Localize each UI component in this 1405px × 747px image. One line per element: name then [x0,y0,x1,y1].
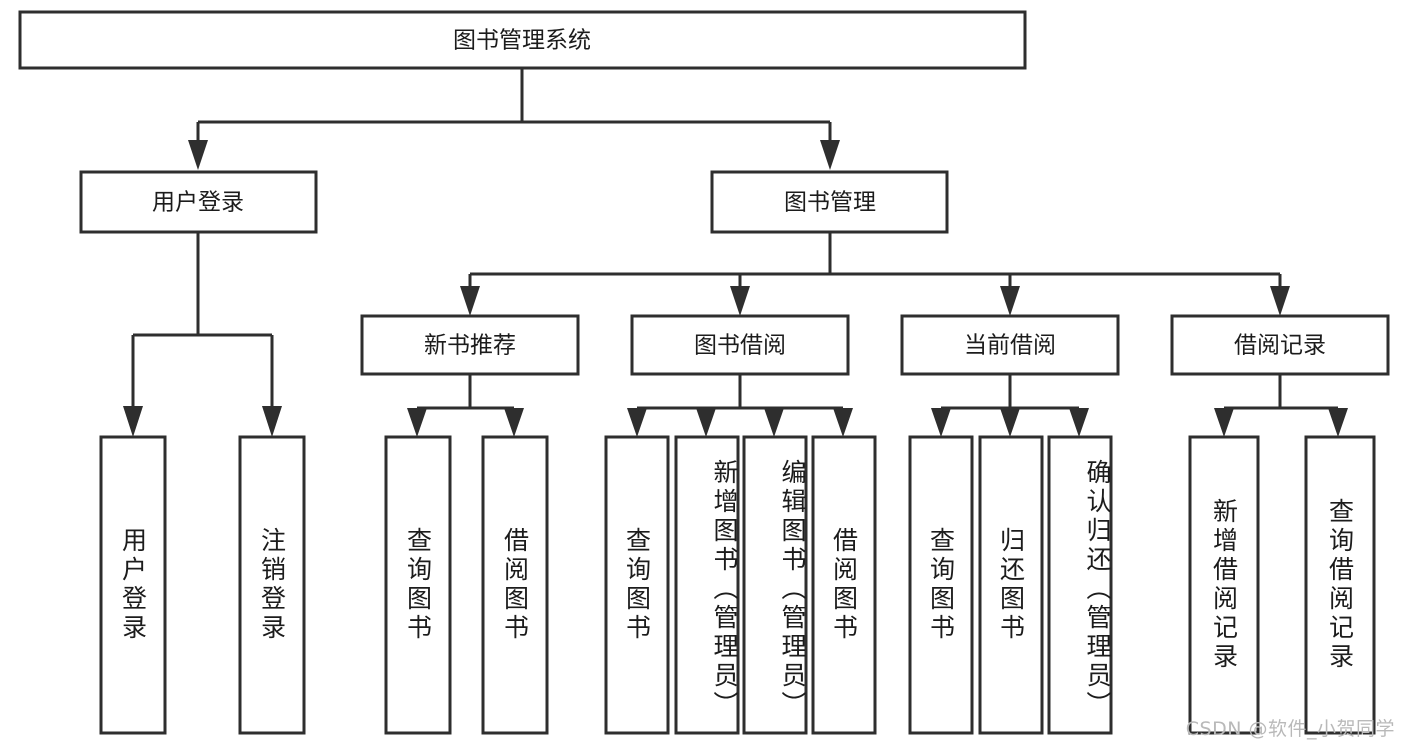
arrow-head-br-1 [1328,408,1348,437]
node-borrow-record[interactable]: 借阅记录 [1170,314,1390,376]
arrow-head-cb-0 [931,408,951,437]
node-book-management-box[interactable] [710,170,949,234]
leaf-box-user-login-1[interactable] [238,435,306,735]
leaf-box-current-borrow-2[interactable] [1047,435,1113,735]
arrow-head-nbr-1 [504,408,524,437]
connector-current-borrow-to-leaves [931,374,1089,437]
node-book-management-label: 图书管理 [784,190,876,216]
leaf-box-new-book-recommend-1[interactable] [481,435,549,735]
leaf-box-book-borrow-0[interactable] [604,435,670,735]
arrow-head-nbr-0 [407,408,427,437]
arrow-head-bb-3 [833,408,853,437]
arrow-head-br-0 [1214,408,1234,437]
connector-user-login-to-leaves [123,232,282,437]
node-current-borrow-label: 当前借阅 [964,333,1056,359]
csdn-watermark: CSDN @软件_小贺同学 [1185,718,1395,740]
arrow-head-cb-1 [1000,408,1020,437]
leaf-box-new-book-recommend-0[interactable] [384,435,452,735]
leaf-box-current-borrow-1[interactable] [978,435,1044,735]
connector-borrow-record-to-leaves [1214,374,1348,437]
arrow-head-cb-2 [1069,408,1089,437]
node-book-borrow-label: 图书借阅 [694,333,786,359]
node-root-box[interactable] [18,10,1027,70]
arrow-head-level1-1 [820,140,840,170]
arrow-head-l2-1 [730,286,750,316]
node-root-label: 图书管理系统 [453,28,591,54]
node-borrow-record-box[interactable] [1170,314,1390,376]
arrow-head-bb-1 [696,408,716,437]
leaf-box-user-login-0[interactable] [99,435,167,735]
arrow-head-level1-0 [188,140,208,170]
arrow-head-ul-1 [262,406,282,437]
leaf-box-book-borrow-3[interactable] [811,435,877,735]
arrow-head-l2-2 [1000,286,1020,316]
node-new-book-recommend-box[interactable] [360,314,580,376]
arrow-head-ul-0 [123,406,143,437]
node-book-borrow-box[interactable] [630,314,850,376]
arrow-head-l2-3 [1270,286,1290,316]
node-current-borrow[interactable]: 当前借阅 [900,314,1120,376]
arrow-head-bb-0 [627,408,647,437]
leaf-box-book-borrow-1[interactable] [674,435,740,735]
leaf-box-borrow-record-1[interactable] [1304,435,1376,735]
connector-book-borrow-to-leaves [627,374,853,437]
node-borrow-record-label: 借阅记录 [1234,333,1326,359]
connector-root-to-level1 [188,68,840,170]
node-new-book-recommend[interactable]: 新书推荐 [360,314,580,376]
arrow-head-bb-2 [764,408,784,437]
node-user-login[interactable]: 用户登录 [79,170,318,234]
arrow-head-l2-0 [460,286,480,316]
leaf-box-book-borrow-2[interactable] [742,435,808,735]
node-user-login-label: 用户登录 [152,190,244,216]
node-new-book-recommend-label: 新书推荐 [424,333,516,359]
node-book-borrow[interactable]: 图书借阅 [630,314,850,376]
connector-book-management-to-level2 [460,232,1290,316]
leaf-box-current-borrow-0[interactable] [908,435,974,735]
node-root[interactable]: 图书管理系统 [18,10,1027,70]
node-current-borrow-box[interactable] [900,314,1120,376]
leaf-box-borrow-record-0[interactable] [1188,435,1260,735]
connector-new-book-recommend-to-leaves [407,374,524,437]
node-book-management[interactable]: 图书管理 [710,170,949,234]
